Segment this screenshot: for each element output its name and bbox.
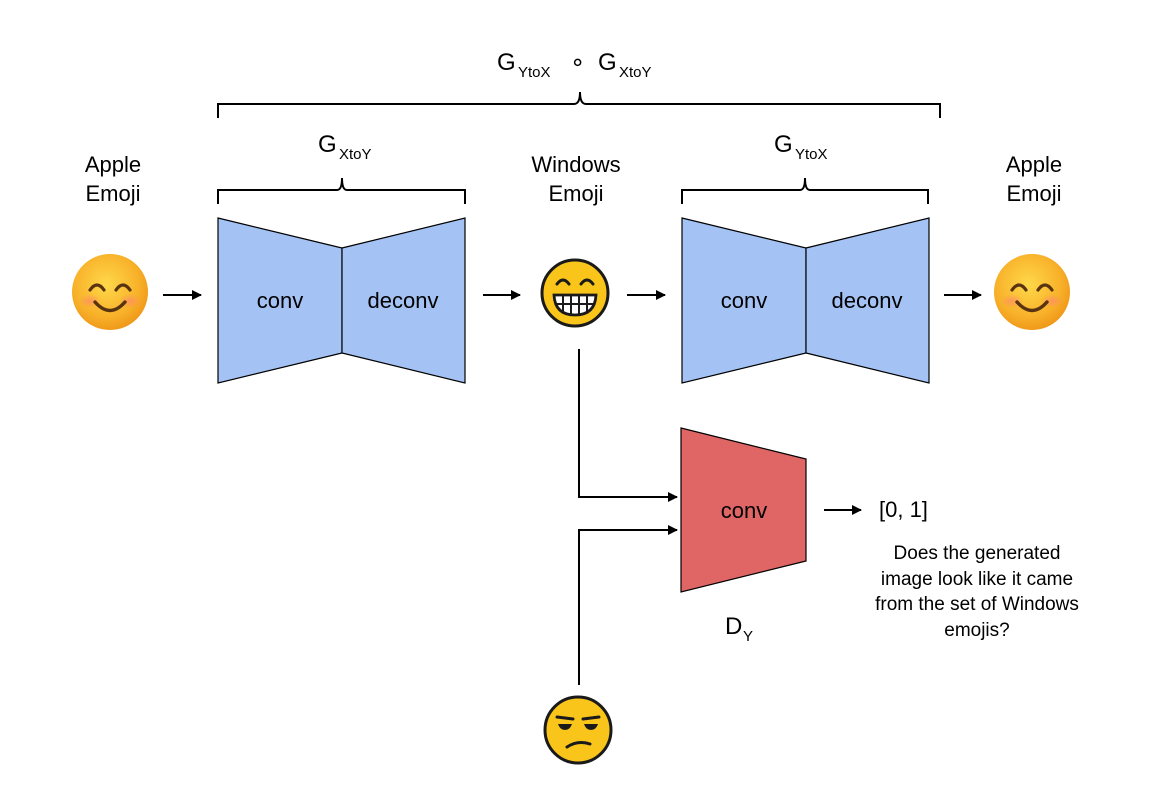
generator-xy-deconv-shape [341, 217, 466, 384]
composition-brace [217, 91, 941, 118]
question-line2: image look like it came [881, 569, 1073, 590]
apple-left-line1: Apple [85, 152, 141, 177]
apple-right-line1: Apple [1006, 152, 1062, 177]
grinning-face-windows-icon [540, 258, 610, 328]
windows-emoji-label: Windows Emoji [531, 152, 620, 206]
generator-yx-g: G [774, 131, 793, 158]
composition-sub2: XtoY [619, 64, 652, 81]
generator-yx-deconv-label: deconv [832, 288, 903, 313]
question-line3: from the set of Windows [875, 594, 1079, 615]
windows-line2: Emoji [548, 181, 603, 206]
generator-xy-sub: XtoY [339, 146, 372, 163]
generator-yx-deconv-shape [805, 217, 930, 384]
apple-left-line2: Emoji [85, 181, 140, 206]
discriminator-conv-label: conv [721, 498, 767, 523]
discriminator-output-range: [0, 1] [879, 497, 928, 522]
generator-yx-brace [681, 177, 929, 204]
discriminator-d: D [725, 613, 742, 640]
windows-line1: Windows [531, 152, 620, 177]
generator-xy-block: conv deconv [217, 217, 466, 384]
discriminator-conv-shape [680, 427, 807, 593]
generator-xy-deconv-label: deconv [368, 288, 439, 313]
composition-g1: G [497, 49, 516, 76]
generator-xy-conv-label: conv [257, 288, 303, 313]
apple-emoji-left-label: Apple Emoji [85, 152, 141, 206]
generator-yx-sub: YtoX [795, 146, 828, 163]
discriminator-block: conv [680, 427, 807, 593]
apple-right-line2: Emoji [1006, 181, 1061, 206]
composition-g2: G [598, 49, 617, 76]
apple-emoji-right-label: Apple Emoji [1006, 152, 1062, 206]
smiling-face-apple-icon [72, 254, 148, 330]
composition-operator: ∘ [570, 49, 585, 76]
question-line4: emojis? [944, 620, 1009, 641]
generator-yx-label: G YtoX [774, 131, 828, 163]
generator-xy-label: G XtoY [318, 131, 372, 163]
generator-yx-conv-label: conv [721, 288, 767, 313]
discriminator-question: Does the generated image look like it ca… [875, 543, 1079, 641]
discriminator-label: D Y [725, 613, 753, 645]
composition-sub1: YtoX [518, 64, 551, 81]
connector-real-to-discriminator [578, 525, 678, 685]
discriminator-sub: Y [743, 628, 753, 645]
smiling-face-apple-icon [994, 254, 1070, 330]
connector-generated-to-discriminator [578, 349, 678, 502]
question-line1: Does the generated [894, 543, 1061, 564]
generator-xy-brace [217, 177, 466, 204]
generator-xy-g: G [318, 131, 337, 158]
generator-yx-block: conv deconv [681, 217, 930, 384]
composition-label: G YtoX ∘ G XtoY [497, 49, 652, 81]
unamused-face-windows-icon [543, 695, 613, 765]
